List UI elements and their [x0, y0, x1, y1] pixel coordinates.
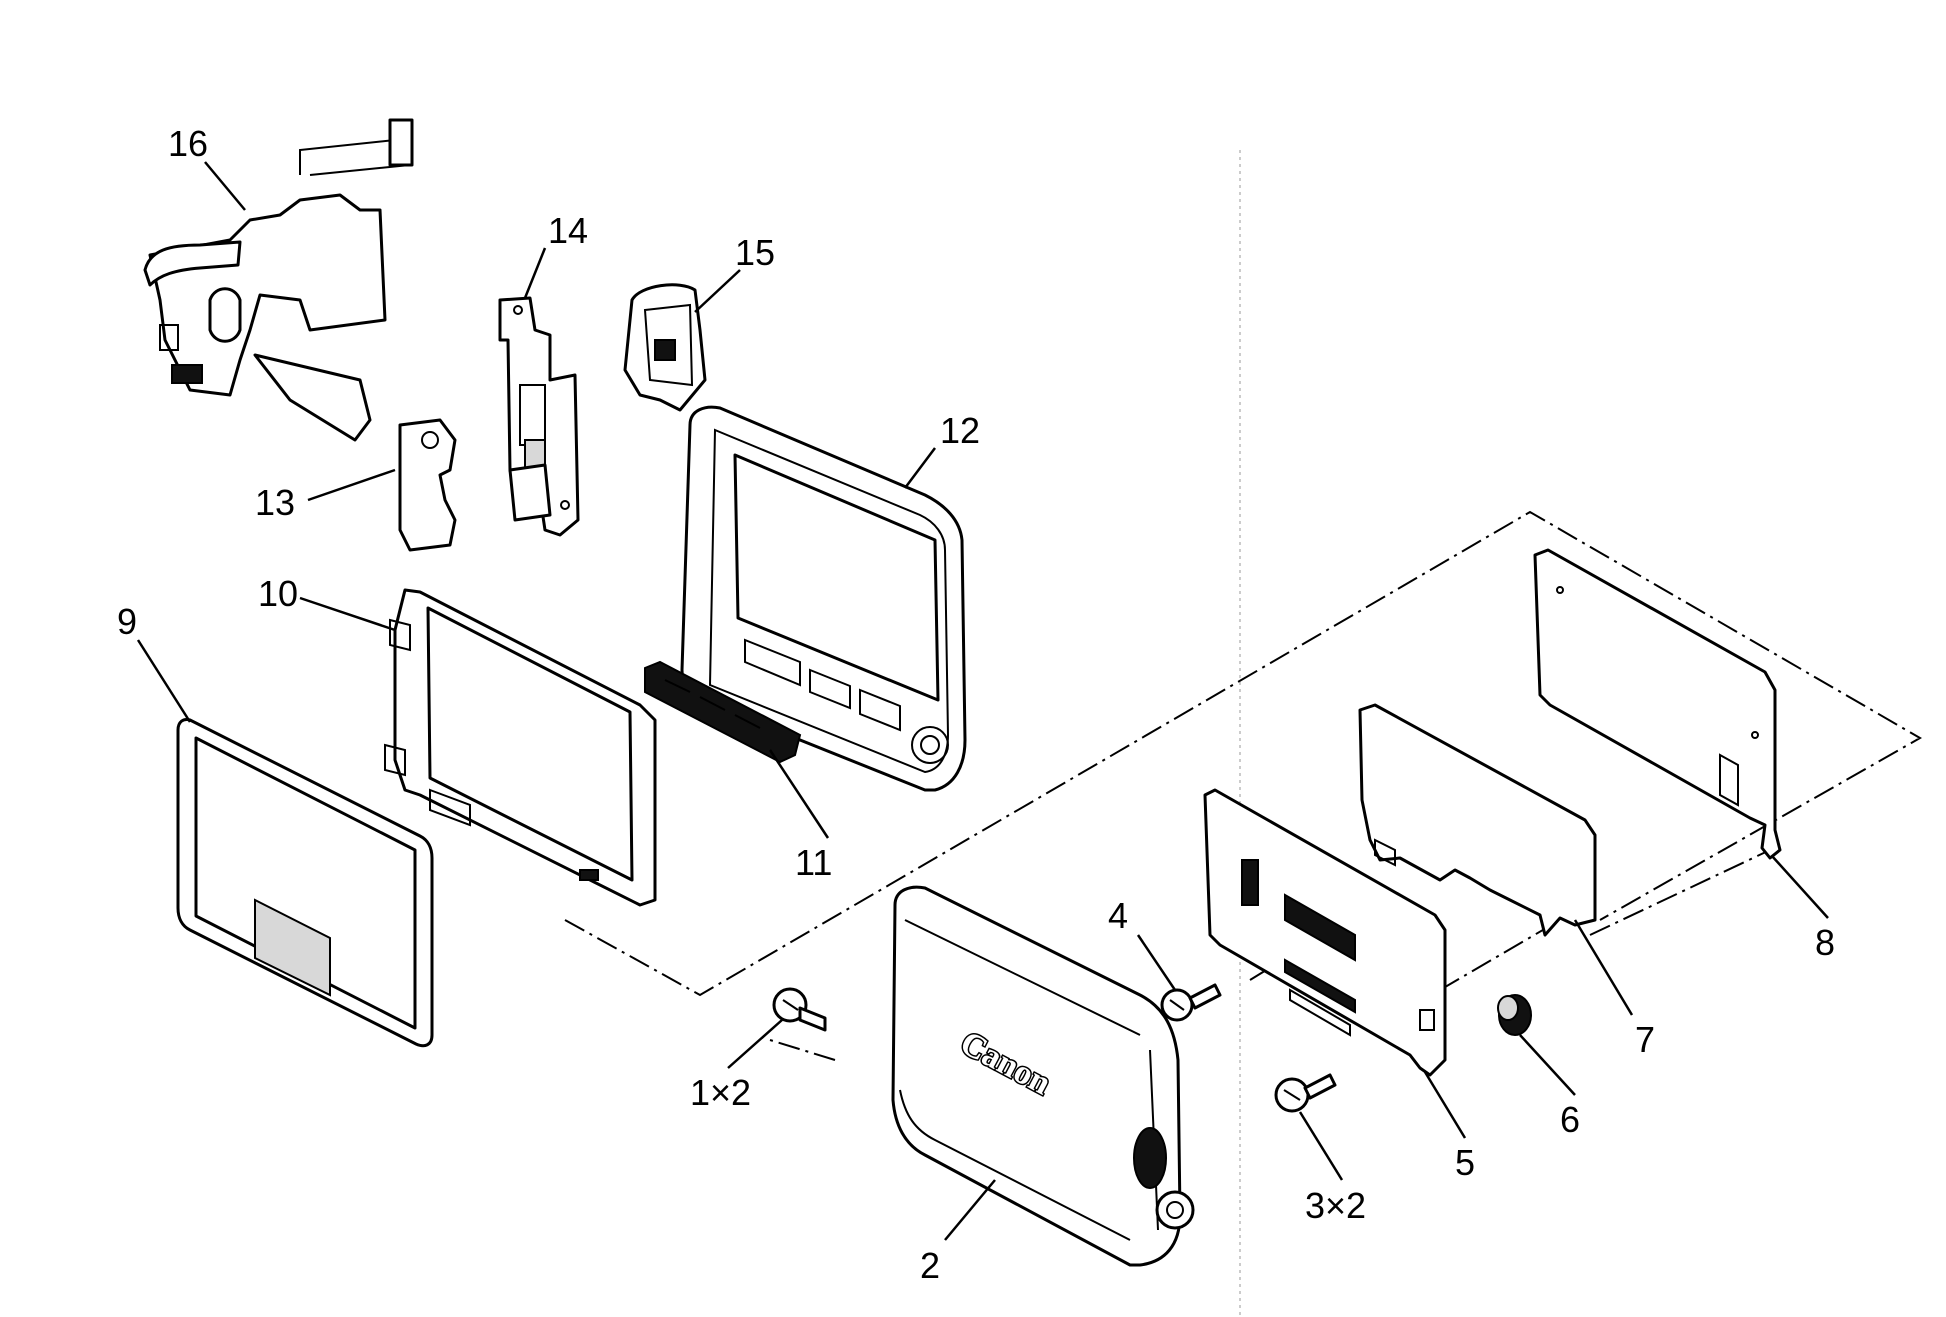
callout-12: 12: [940, 410, 980, 451]
part-6-knob: [1497, 994, 1532, 1036]
callout-14: 14: [548, 210, 588, 251]
part-13-small-cover: [398, 418, 457, 552]
callout-13: 13: [255, 482, 295, 523]
callout-2: 2: [920, 1245, 940, 1286]
callout-1x2: 1×2: [690, 1072, 751, 1113]
callout-8: 8: [1815, 922, 1835, 963]
part-9-lcd-panel: [176, 718, 434, 1048]
callout-leader-lines: [136, 161, 1829, 1241]
callout-9: 9: [117, 601, 137, 642]
part-14-hinge: [498, 296, 580, 537]
callout-4: 4: [1108, 895, 1128, 936]
part-2-rear-cover: Canon: [891, 885, 1195, 1267]
callout-3x2: 3×2: [1305, 1185, 1366, 1226]
callout-5: 5: [1455, 1142, 1475, 1183]
callout-7: 7: [1635, 1019, 1655, 1060]
part-15-hinge-cover: [623, 283, 707, 412]
part-8-rear-plate: [1533, 548, 1782, 860]
frame-button-cutouts: [744, 638, 949, 764]
callout-16: 16: [168, 123, 208, 164]
part-16-flex-cable: [143, 118, 414, 442]
callout-11: 11: [795, 842, 832, 883]
part-4-screw: [1160, 983, 1222, 1022]
part-10-lcd-bracket: [384, 588, 657, 907]
callout-10: 10: [258, 573, 298, 614]
callout-labels: 16 14 15 12 13 10 9 11 8 7 6 5 3×2 4 1×2…: [117, 123, 1835, 1286]
part-7-shield-plate: [1358, 703, 1597, 937]
part-3-screw: [1274, 1073, 1337, 1113]
callout-15: 15: [735, 232, 775, 273]
part-1-screw: [772, 987, 827, 1032]
part-12-lcd-frame: [680, 405, 967, 792]
part-11-button-strip: [644, 660, 802, 764]
part-5-pcb: [1203, 788, 1447, 1077]
callout-6: 6: [1560, 1099, 1580, 1140]
